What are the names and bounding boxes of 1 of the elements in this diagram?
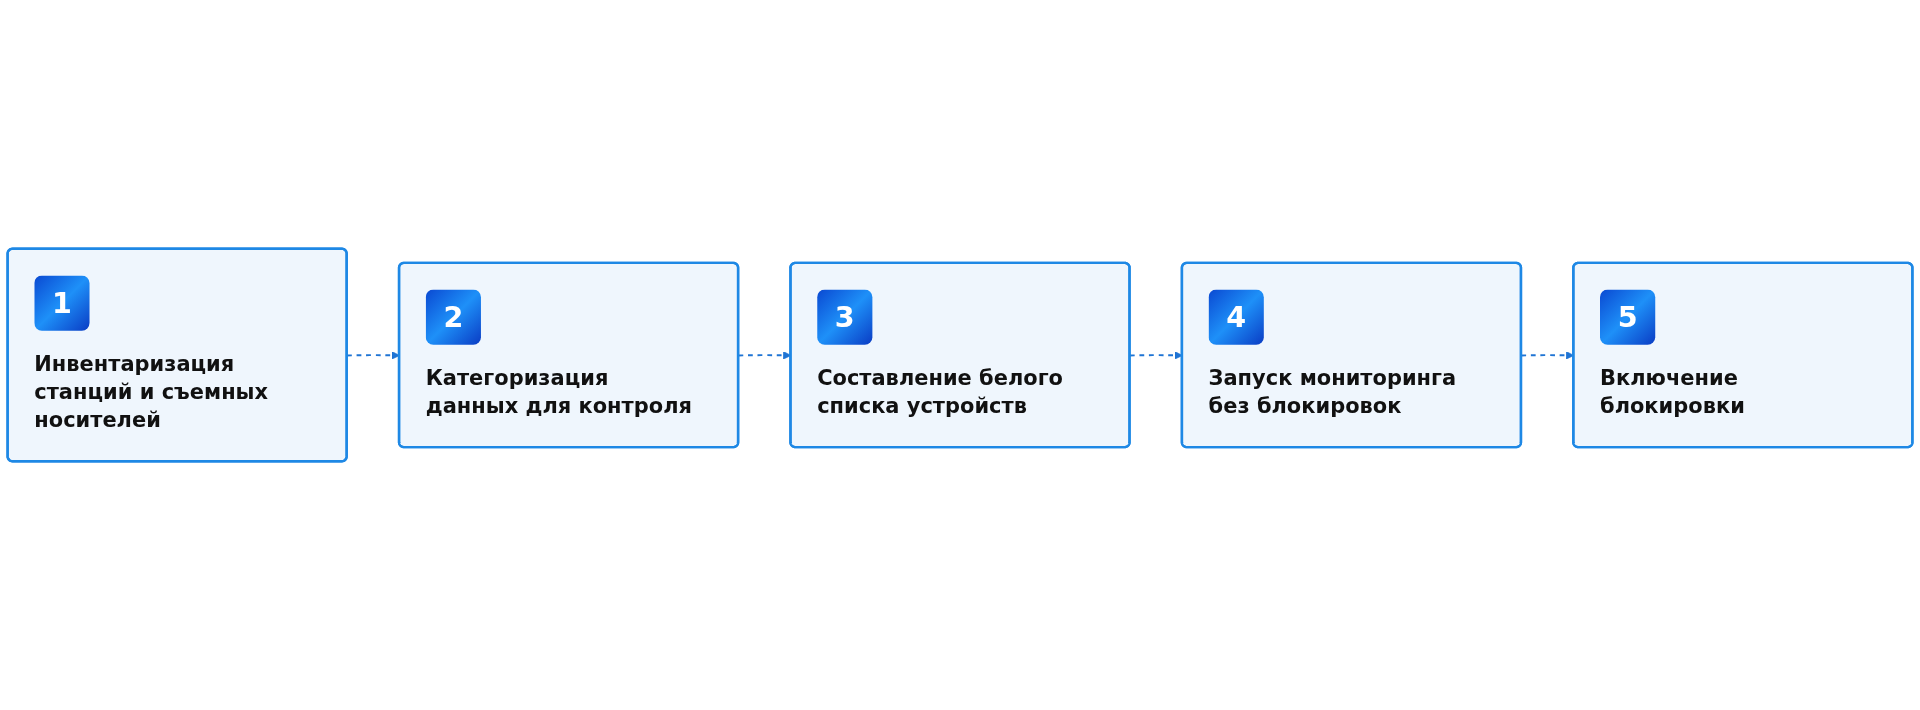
arrow [346, 351, 400, 360]
